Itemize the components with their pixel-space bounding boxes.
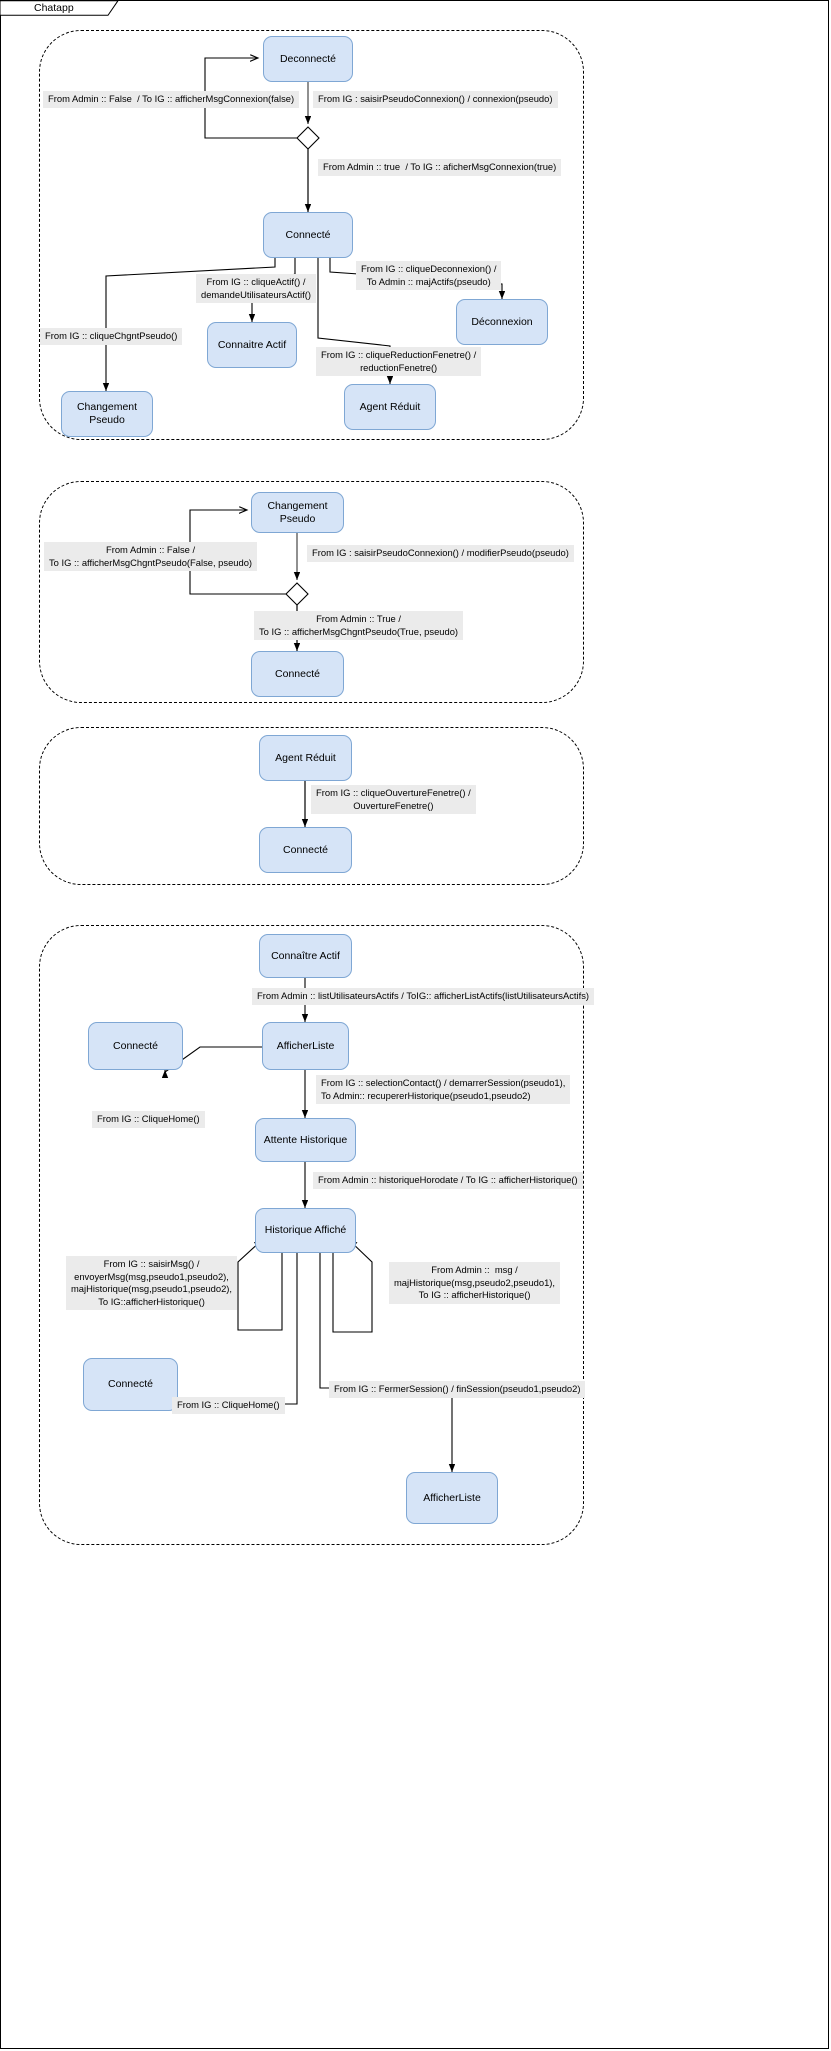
transition-label-clique-reduction-fenetre: From IG :: cliqueReductionFenetre() / re… (316, 347, 482, 376)
state-label: Changement Pseudo (267, 499, 328, 525)
state-label: Connecté (275, 667, 320, 680)
transition-label-clique-home-2: From IG :: CliqueHome() (172, 1397, 285, 1414)
transition-label-clique-actif: From IG :: cliqueActif() / demandeUtilis… (196, 274, 316, 303)
state-connecte-4[interactable]: Connecté (88, 1022, 183, 1070)
state-label: Historique Affiché (264, 1224, 347, 1236)
state-label: Agent Réduit (359, 400, 421, 413)
state-label: Déconnexion (471, 315, 533, 328)
transition-label-historique-horodate: From Admin :: historiqueHorodate / To IG… (313, 1172, 583, 1189)
state-attente-historique[interactable]: Attente Historique (255, 1118, 356, 1162)
region-changement-pseudo (39, 481, 584, 703)
region-historique (39, 925, 584, 1545)
transition-label-clique-chgnt-pseudo: From IG :: cliqueChgntPseudo() (40, 328, 183, 345)
state-agent-reduit-1[interactable]: Agent Réduit (344, 384, 436, 430)
state-label: Connecté (285, 228, 331, 241)
state-label: Agent Réduit (275, 751, 336, 764)
transition-label-saisir-pseudo-connexion: From IG : saisirPseudoConnexion() / conn… (313, 91, 558, 108)
state-label: Changement Pseudo (76, 401, 138, 426)
state-connaitre-actif-2[interactable]: Connaître Actif (259, 934, 352, 978)
state-connecte-5[interactable]: Connecté (83, 1358, 178, 1411)
state-connecte-1[interactable]: Connecté (263, 212, 353, 258)
transition-label-admin-true: From Admin :: true / To IG :: aficherMsg… (318, 159, 562, 176)
transition-label-clique-ouverture-fenetre: From IG :: cliqueOuvertureFenetre() / Ou… (311, 785, 476, 814)
state-afficher-liste-1[interactable]: AfficherListe (262, 1022, 349, 1070)
transition-label-admin-false: From Admin :: False / To IG :: afficherM… (43, 91, 300, 108)
state-label: Connecté (108, 1378, 153, 1390)
state-label: Connecté (113, 1039, 158, 1052)
transition-label-saisir-pseudo-modifier: From IG : saisirPseudoConnexion() / modi… (307, 545, 574, 562)
region-agent-reduit (39, 727, 584, 885)
state-label: AfficherListe (423, 1491, 481, 1504)
transition-label-clique-home-1: From IG :: CliqueHome() (92, 1111, 205, 1128)
transition-label-clique-deconnexion: From IG :: cliqueDeconnexion() / To Admi… (356, 261, 502, 290)
transition-label-chgnt-pseudo-false: From Admin :: False / To IG :: afficherM… (44, 542, 258, 571)
state-label: Attente Historique (263, 1133, 348, 1146)
state-connecte-2[interactable]: Connecté (251, 651, 344, 697)
state-label: Deconnecté (279, 52, 337, 65)
state-historique-affiche[interactable]: Historique Affiché (255, 1208, 356, 1253)
state-changement-pseudo-2[interactable]: Changement Pseudo (251, 492, 344, 533)
state-agent-reduit-2[interactable]: Agent Réduit (259, 735, 352, 781)
state-deconnexion[interactable]: Déconnexion (456, 299, 548, 345)
state-label: Connaitre Actif (217, 338, 287, 351)
state-afficher-liste-2[interactable]: AfficherListe (406, 1472, 498, 1524)
state-label: AfficherListe (276, 1039, 335, 1052)
state-label: Connaître Actif (271, 949, 340, 962)
state-changement-pseudo-1[interactable]: Changement Pseudo (61, 391, 153, 437)
transition-label-saisir-msg: From IG :: saisirMsg() / envoyerMsg(msg,… (66, 1256, 238, 1310)
state-connaitre-actif-1[interactable]: Connaitre Actif (207, 322, 297, 368)
window-tab[interactable] (0, 0, 120, 16)
region-connexion (39, 30, 584, 440)
transition-label-list-utilisateurs-actifs: From Admin :: listUtilisateursActifs / T… (252, 988, 595, 1005)
transition-label-admin-msg: From Admin :: msg / majHistorique(msg,ps… (389, 1262, 561, 1304)
transition-label-selection-contact: From IG :: selectionContact() / demarrer… (316, 1075, 571, 1104)
transition-label-fermer-session: From IG :: FermerSession() / finSession(… (329, 1381, 586, 1398)
transition-label-chgnt-pseudo-true: From Admin :: True / To IG :: afficherMs… (254, 611, 464, 640)
state-deconnecte[interactable]: Deconnecté (263, 36, 353, 82)
state-connecte-3[interactable]: Connecté (259, 827, 352, 873)
window-tab-label: Chatapp (34, 2, 74, 14)
state-label: Connecté (283, 843, 328, 856)
